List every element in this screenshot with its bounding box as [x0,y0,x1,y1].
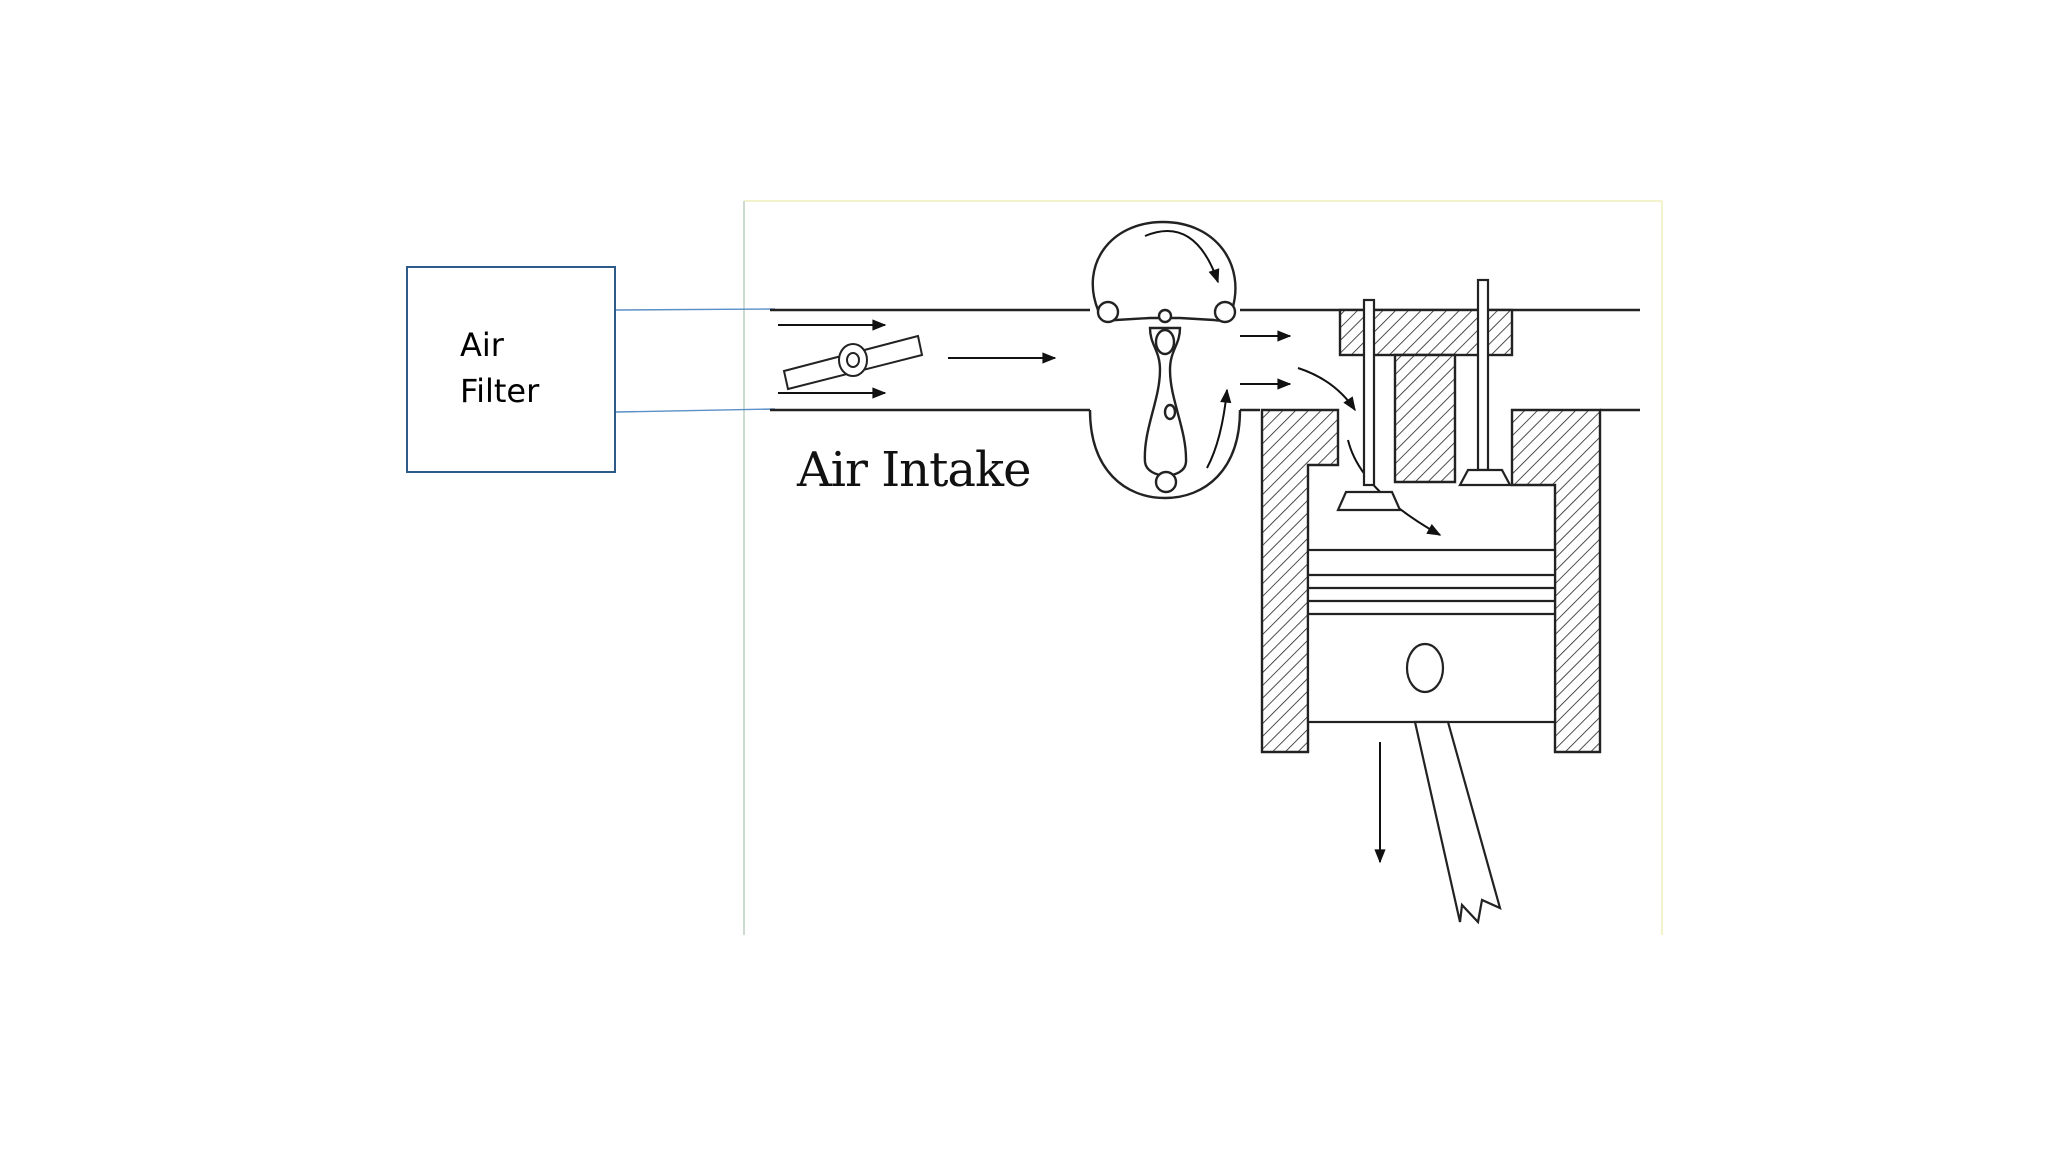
arrow-curve-icon [1347,439,1442,536]
arrow-curve-icon [1297,367,1356,412]
filter-connectors [615,308,776,413]
piston-icon [1306,548,1557,925]
valve-icon [1336,278,1512,512]
figure-frame [743,200,1663,935]
rotary-mechanism-icon [1088,220,1242,500]
air-filter-label-line2: Filter [460,372,540,410]
throttle-valve-icon [782,334,924,391]
flow-arrows [778,319,1442,864]
air-intake-label: Air Intake [797,442,1031,498]
air-filter-label-line1: Air [460,326,504,364]
air-filter-box: Air Filter [406,266,616,473]
cylinder-head-web [1393,353,1457,484]
air-filter-label: Air Filter [460,322,539,414]
cylinder-wall-left [1260,408,1340,754]
